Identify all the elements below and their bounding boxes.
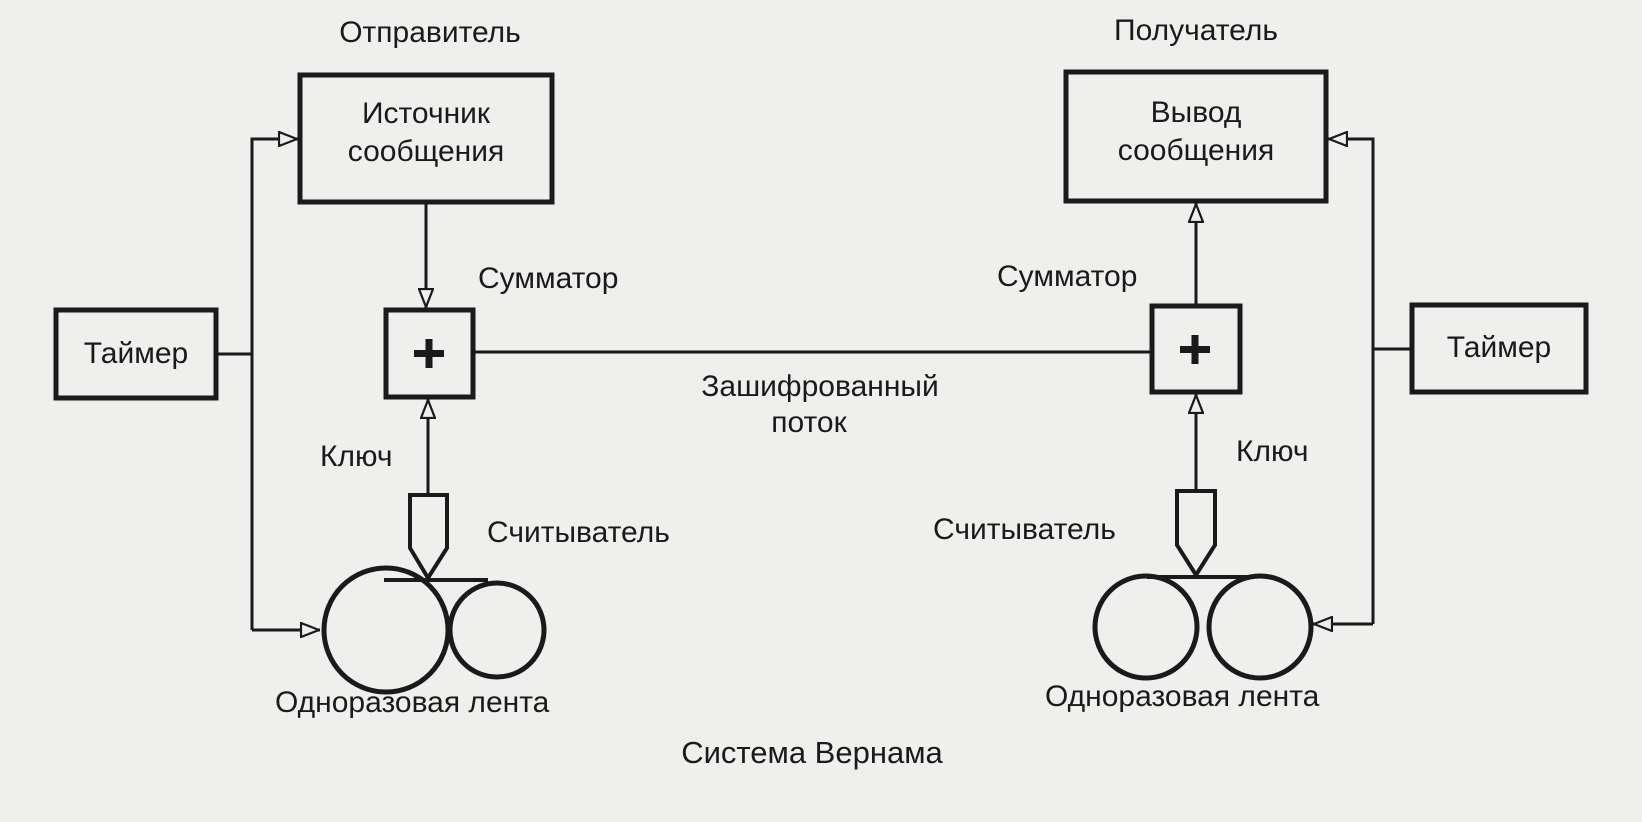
receiver-tape-label: Одноразовая лента [1045,680,1320,713]
sender-tape-reel-right [447,580,547,680]
sender-tape-reel-left [321,565,451,695]
sender-source-label-line1: Источник [361,97,491,130]
sender-adder-plus [414,339,444,368]
receiver-output-label: Вывод сообщения [1066,94,1326,170]
receiver-output-label-line2: сообщения [1117,134,1275,167]
receiver-timer-to-output-arrow [1328,139,1375,624]
sender-title: Отправитель [339,16,521,49]
sender-tape-label: Одноразовая лента [275,686,550,719]
receiver-title: Получатель [1114,14,1278,47]
encrypted-stream-label-line1: Зашифрованный [701,370,939,403]
sender-timer-to-source-arrow [250,139,298,630]
sender-reader-label: Считыватель [487,516,670,549]
sender-source-label: Источник сообщения [300,95,552,171]
receiver-output-box [1063,69,1329,204]
sender-timer-label: Таймер [83,337,189,370]
receiver-adder-plus [1180,335,1210,364]
receiver-tape-reel-left [1092,573,1200,681]
sender-key-label: Ключ [320,440,393,473]
receiver-adder-label: Сумматор [997,260,1138,293]
receiver-output-label-line1: Вывод [1150,96,1242,129]
sender-source-label-line2: сообщения [347,135,505,168]
sender-adder-label: Сумматор [478,262,619,295]
encrypted-stream-label-line2: поток [771,406,847,439]
receiver-reader-label: Считыватель [933,513,1116,546]
diagram-caption: Система Вернама [681,735,943,770]
receiver-tape-reel-right [1206,573,1314,681]
receiver-timer-label: Таймер [1446,331,1552,364]
sender-reader-icon [408,493,449,582]
receiver-key-label: Ключ [1236,435,1309,468]
receiver-reader-icon [1175,489,1217,579]
